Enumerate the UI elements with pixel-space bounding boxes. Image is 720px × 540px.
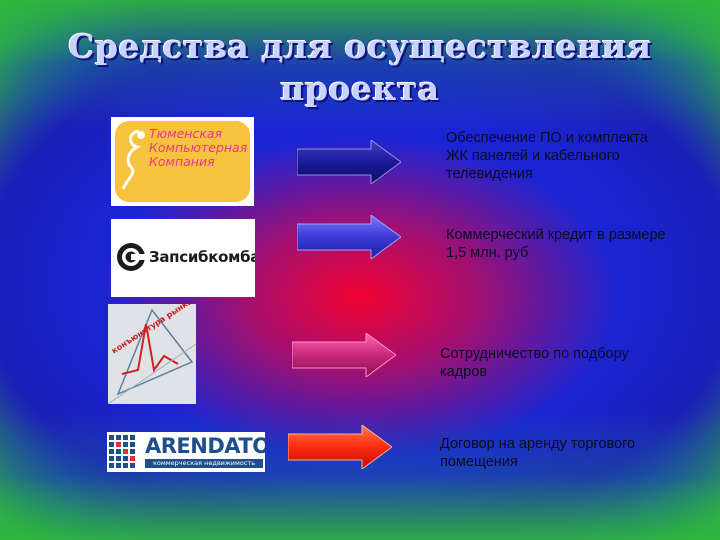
logo-figure-icon xyxy=(121,129,145,190)
arrow-right-icon xyxy=(292,333,396,377)
row-description: Договор на аренду торгового помещения xyxy=(440,436,636,470)
slide-title: Средства для осуществления проекта xyxy=(0,26,720,110)
row-description: Сотрудничество по подбору кадров xyxy=(440,346,629,380)
arrow-right-icon xyxy=(288,425,392,469)
labor-market-graph-icon xyxy=(108,308,196,404)
title-line-1: Средства для осуществления xyxy=(68,27,652,66)
logo-text: Тюменская Компьютерная Компания xyxy=(149,126,248,169)
arendator-grid-icon xyxy=(109,435,135,468)
row-description: Обеспечение ПО и комплекта ЖК панелей и … xyxy=(446,130,648,182)
logo-text: ARENDATOR.RU xyxy=(145,434,265,458)
labor-market-logo: конъюнктура рынка труда xyxy=(108,304,196,404)
tyumen-computer-company-logo: Тюменская Компьютерная Компания xyxy=(111,117,254,206)
row-description: Коммерческий кредит в размере 1,5 млн. р… xyxy=(446,227,666,261)
arrow-right-icon xyxy=(297,215,401,259)
logo-subtext: коммерческая недвижимость xyxy=(145,459,263,468)
bank-emblem-icon xyxy=(117,243,145,271)
zapsibkombank-logo: Запсибкомбанк xyxy=(111,219,255,297)
arrow-right-icon xyxy=(297,140,401,184)
title-line-2: проекта xyxy=(280,69,440,108)
logo-text: Запсибкомбанк xyxy=(149,248,255,266)
arendator-logo: ARENDATOR.RU коммерческая недвижимость xyxy=(107,432,265,472)
